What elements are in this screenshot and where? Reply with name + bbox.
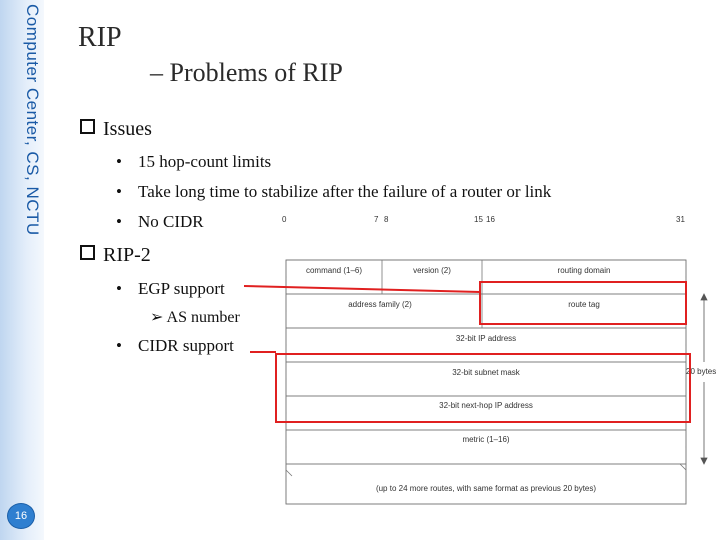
rip2-bullet: • CIDR support <box>116 336 234 356</box>
issue-bullet-label: Take long time to stabilize after the fa… <box>138 182 552 201</box>
rip2-heading-label: RIP-2 <box>103 244 151 266</box>
bit-label: 0 <box>282 215 287 224</box>
sidebar: Computer Center, CS, NCTU 16 <box>0 0 44 540</box>
bit-label: 8 <box>384 215 389 224</box>
egp-connector-line <box>243 285 481 293</box>
rip2-packet-diagram: 0 7 8 15 16 31 <box>275 215 716 505</box>
issue-bullet: • 15 hop-count limits <box>116 152 271 172</box>
issue-bullet: • No CIDR <box>116 212 204 232</box>
field-ip-address: 32-bit IP address <box>456 334 516 343</box>
rip2-sub-bullet: ➢ AS number <box>150 307 240 327</box>
rip2-bullet: • EGP support <box>116 279 225 299</box>
bullet-dot-icon: • <box>116 152 122 171</box>
subnet-nexthop-highlight <box>275 353 691 423</box>
rip2-heading: RIP-2 <box>80 244 151 267</box>
slide-title: RIP <box>78 22 122 53</box>
sidebar-org-label: Computer Center, CS, NCTU <box>23 4 42 236</box>
bullet-dot-icon: • <box>116 182 122 201</box>
bit-label: 7 <box>374 215 379 224</box>
packet-field-lines <box>285 259 687 505</box>
rip2-sub-bullet-label: AS number <box>166 309 240 326</box>
field-version: version (2) <box>413 266 451 275</box>
bit-label: 15 <box>474 215 483 224</box>
issues-heading: Issues <box>80 118 152 141</box>
size-label: 20 bytes <box>686 367 716 376</box>
bit-label: 16 <box>486 215 495 224</box>
issue-bullet-label: No CIDR <box>138 212 204 231</box>
field-command: command (1–6) <box>306 266 362 275</box>
rip2-bullet-label: CIDR support <box>138 336 234 355</box>
highlight-boxes <box>275 281 691 423</box>
bullet-dot-icon: • <box>116 279 122 298</box>
field-next-hop: 32-bit next-hop IP address <box>439 401 533 410</box>
slide-subtitle: – Problems of RIP <box>150 58 343 87</box>
page-number-badge: 16 <box>7 503 35 529</box>
field-route-tag: route tag <box>568 300 600 309</box>
bit-label: 31 <box>676 215 685 224</box>
issues-heading-label: Issues <box>103 118 152 140</box>
bullet-dot-icon: • <box>116 336 122 355</box>
issue-bullet: • Take long time to stabilize after the f… <box>116 182 551 202</box>
field-metric: metric (1–16) <box>462 435 509 444</box>
bullet-dot-icon: • <box>116 212 122 231</box>
checkbox-bullet-icon <box>80 119 95 134</box>
route-tag-highlight <box>479 281 687 325</box>
arrow-bullet-icon: ➢ <box>150 309 167 326</box>
rip2-bullet-label: EGP support <box>138 279 225 298</box>
checkbox-bullet-icon <box>80 245 95 260</box>
field-routing-domain: routing domain <box>558 266 611 275</box>
field-address-family: address family (2) <box>348 300 412 309</box>
packet-fields <box>286 260 686 504</box>
field-more-routes: (up to 24 more routes, with same format … <box>376 484 596 493</box>
issue-bullet-label: 15 hop-count limits <box>138 152 272 171</box>
size-bracket <box>700 293 708 465</box>
red-connector-lines <box>243 285 481 353</box>
field-subnet-mask: 32-bit subnet mask <box>452 368 521 377</box>
